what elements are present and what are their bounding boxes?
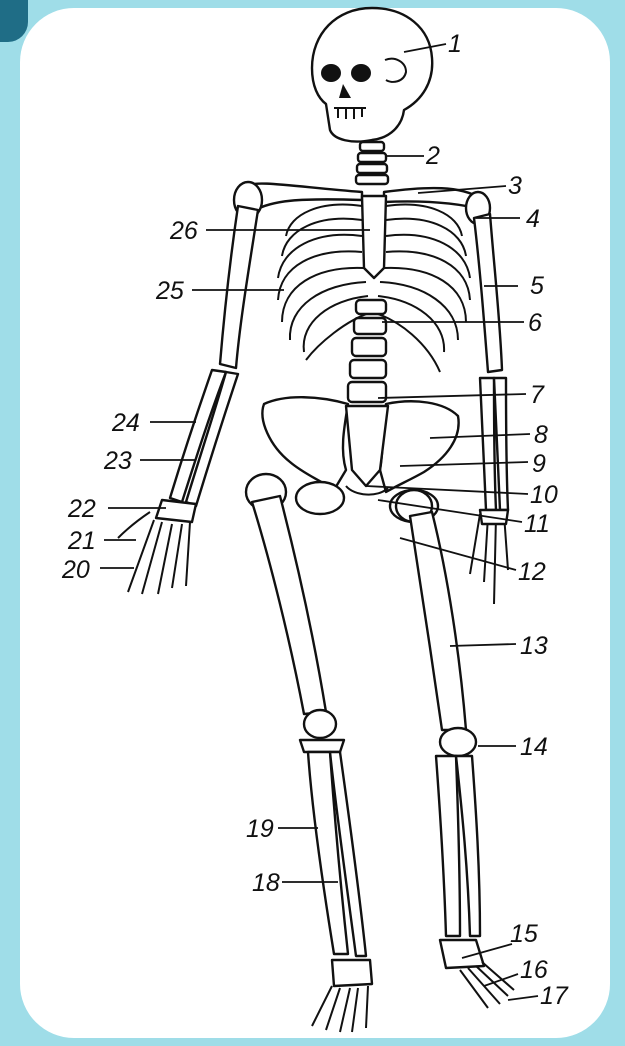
label-3: 3: [508, 172, 522, 200]
label-14: 14: [520, 733, 548, 761]
label-7: 7: [530, 381, 545, 409]
label-8: 8: [534, 421, 548, 449]
label-13: 13: [520, 632, 548, 660]
label-4: 4: [526, 205, 540, 233]
label-22: 22: [67, 495, 96, 523]
label-24: 24: [111, 409, 140, 437]
label-21: 21: [67, 527, 96, 555]
label-11: 11: [524, 510, 550, 538]
label-20: 20: [61, 556, 90, 584]
label-9: 9: [532, 450, 546, 478]
label-18: 18: [252, 869, 280, 897]
label-2: 2: [425, 142, 440, 170]
label-1: 1: [448, 30, 462, 58]
right-arm: [470, 214, 508, 604]
label-15: 15: [510, 920, 538, 948]
label-25: 25: [155, 277, 184, 305]
skull: [312, 8, 432, 142]
label-23: 23: [103, 447, 132, 475]
left-leg: [246, 474, 372, 1032]
label-10: 10: [530, 481, 558, 509]
label-26: 26: [169, 217, 198, 245]
label-12: 12: [518, 558, 546, 586]
right-leg: [396, 490, 514, 1008]
label-5: 5: [530, 272, 544, 300]
label-6: 6: [528, 309, 542, 337]
label-19: 19: [246, 815, 274, 843]
label-16: 16: [520, 956, 548, 984]
label-17: 17: [540, 982, 569, 1010]
cervical-spine: [356, 142, 388, 184]
left-arm: [118, 206, 258, 594]
